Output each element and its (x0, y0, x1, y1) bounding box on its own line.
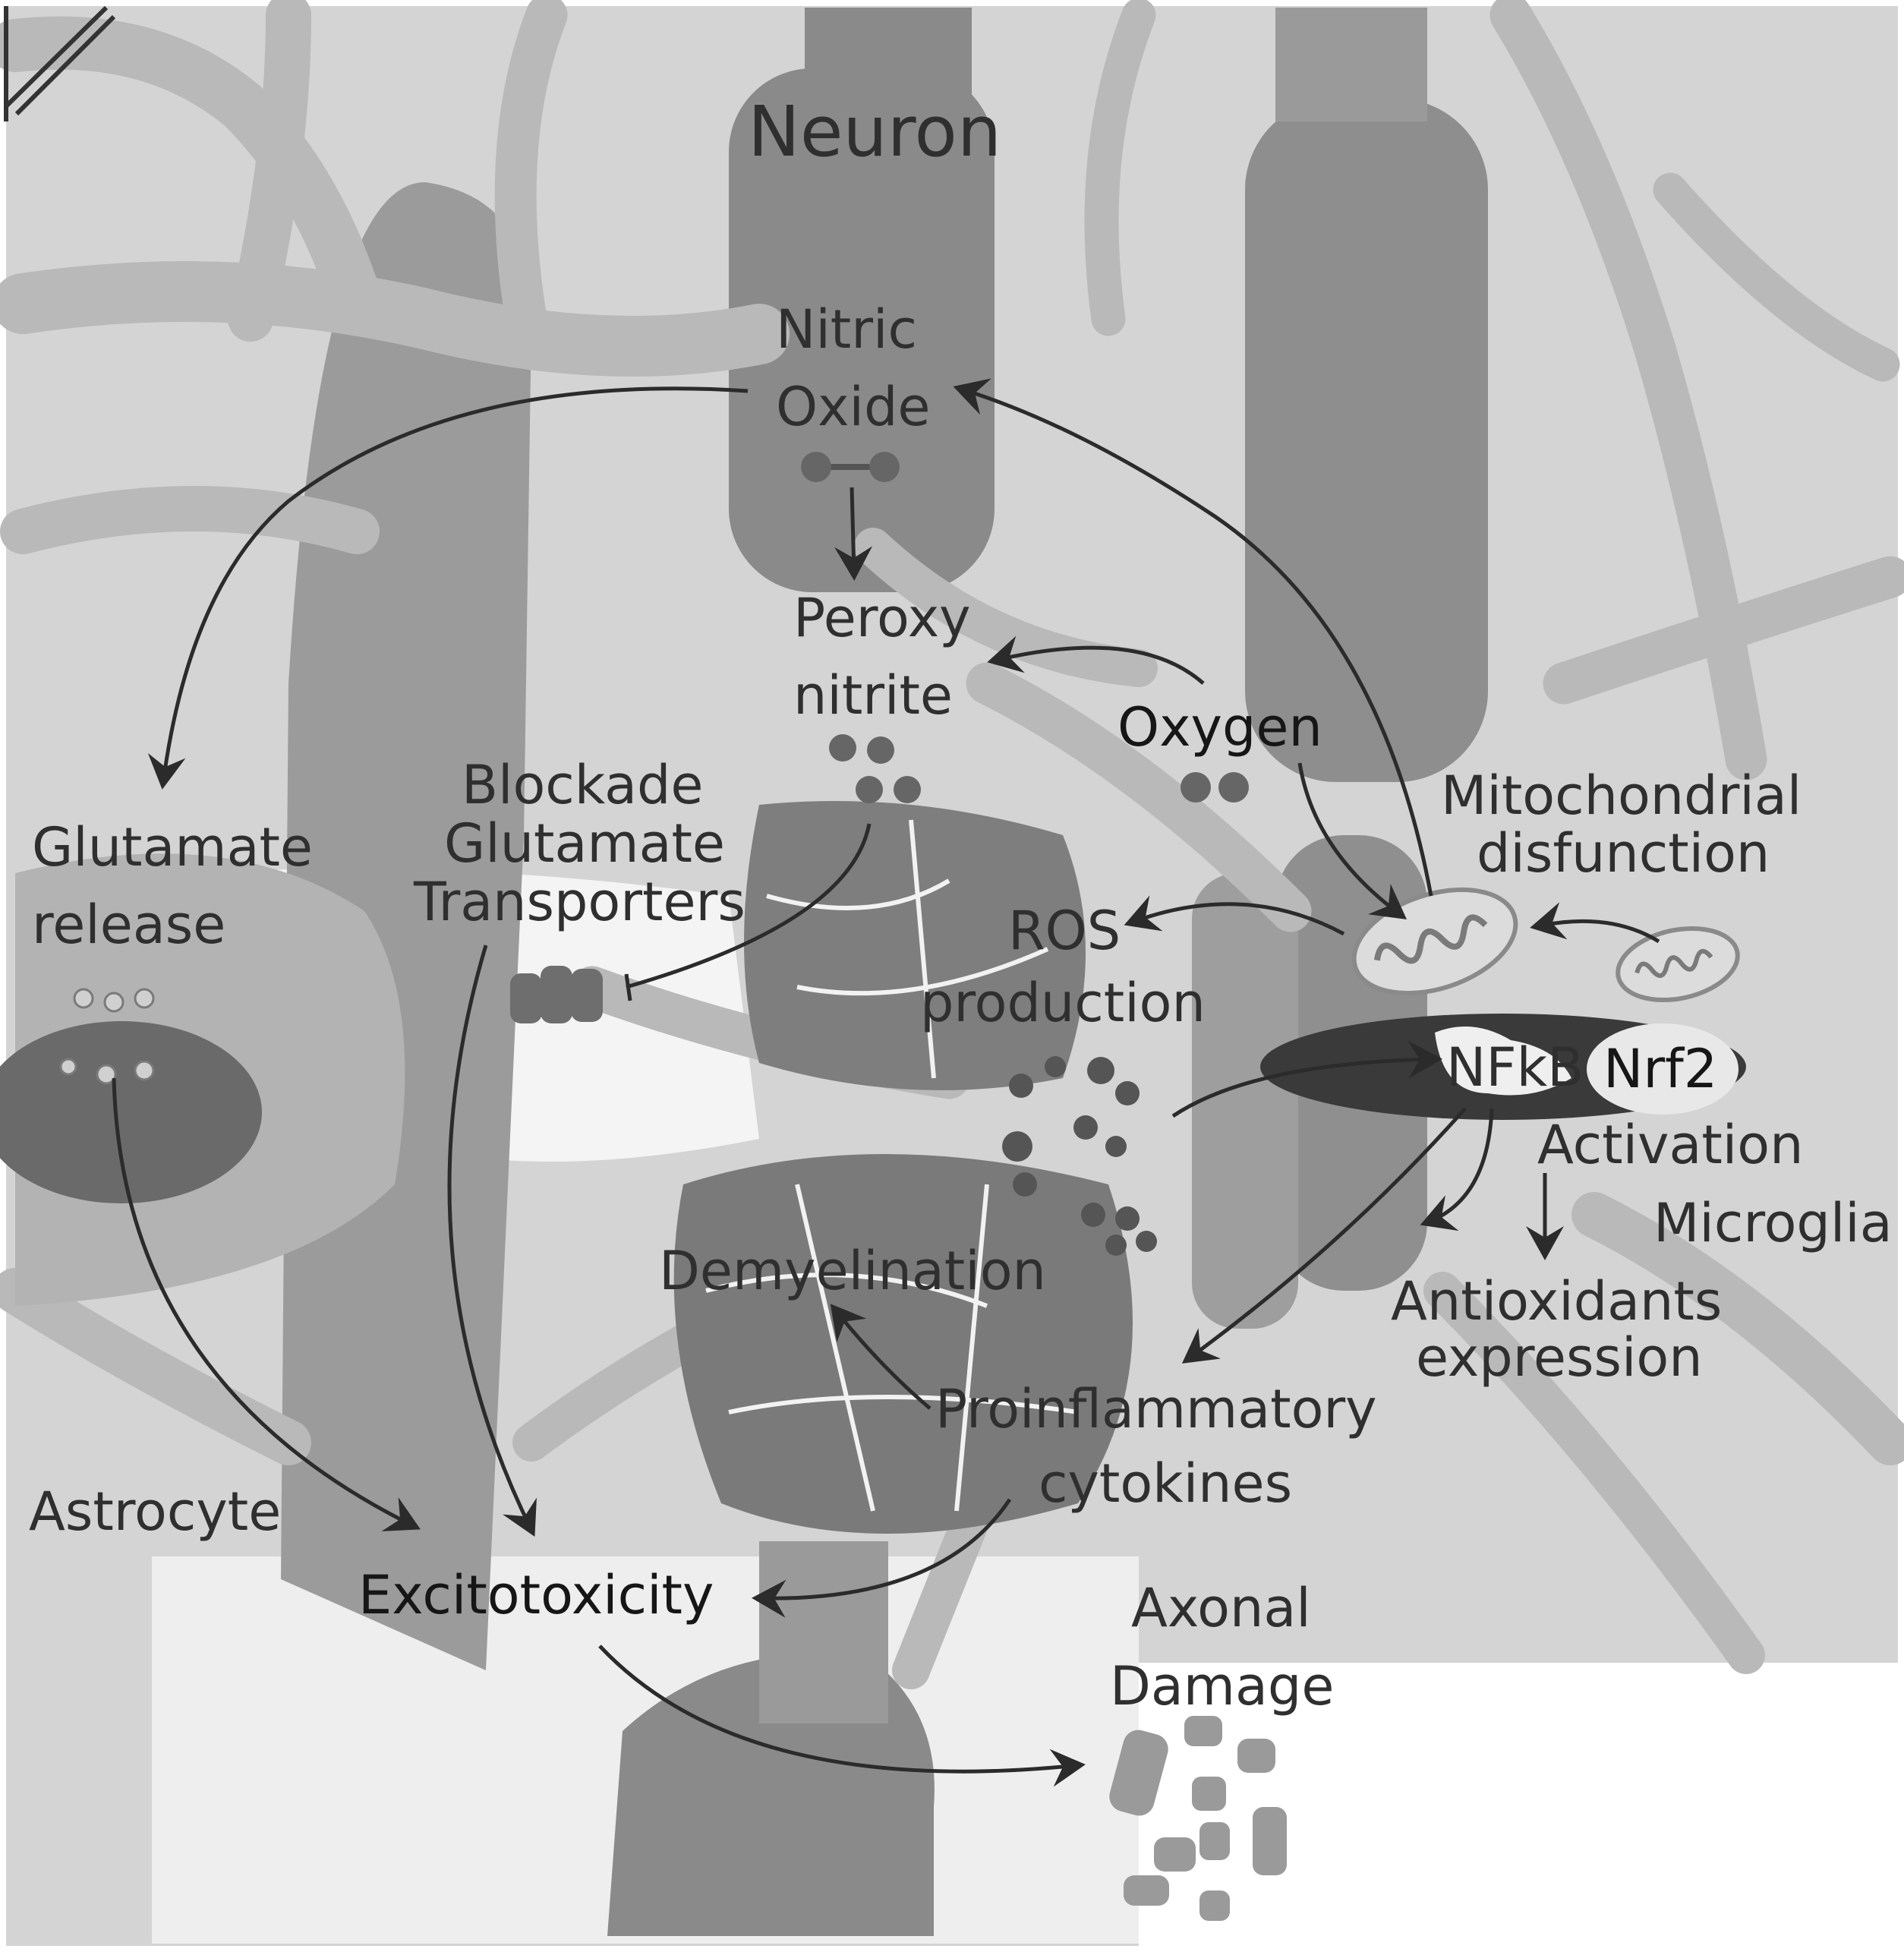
label-nfkb: NFkB (1446, 1036, 1584, 1099)
label-demyelination: Demyelination (659, 1240, 1046, 1302)
label-ros-2: production (920, 972, 1206, 1034)
nitric-oxide-molecule-icon (801, 452, 900, 482)
label-peroxynitrite-1: Peroxy (793, 587, 971, 649)
ros-molecules-icon (1002, 1056, 1157, 1256)
myelin-segment-lower (673, 1154, 1133, 1534)
label-blockade-3: Transporters (413, 871, 746, 933)
arrow-glutamate-to-excitotoxicity (112, 1077, 421, 1531)
arrow-oxygen-to-peroxynitrite (987, 635, 1205, 685)
label-antioxidants-1: Antioxidants (1391, 1270, 1722, 1332)
label-mito-dysfunction-2: disfunction (1477, 822, 1770, 885)
arrow-no-to-glutamate-release (147, 386, 749, 790)
label-activation: Activation (1537, 1114, 1803, 1176)
neuron-body (729, 68, 995, 592)
nrf2-oval (1587, 1023, 1739, 1115)
arrow-oxygen-to-mito (1297, 762, 1408, 919)
label-glutamate-release-2: release (32, 894, 225, 956)
label-ros-1: ROS (1008, 900, 1121, 962)
label-proinflammatory-2: cytokines (1039, 1452, 1292, 1515)
label-nitric-oxide-2: Oxide (776, 376, 930, 438)
arrow-nfkb-to-microglia (1420, 1108, 1494, 1231)
label-nitric-oxide-1: Nitric (776, 298, 917, 361)
arrow-blockade-to-excitotoxicity (447, 944, 537, 1537)
neuron-body-right (1245, 99, 1488, 782)
label-antioxidants-2: expression (1416, 1326, 1703, 1389)
label-axonal-damage-1: Axonal (1131, 1577, 1311, 1639)
arrow-mito-to-no (953, 378, 1433, 897)
arrow-excitotoxicity-to-axonal-damage (598, 1645, 1086, 1787)
arrow-mito-small-to-large (1530, 902, 1660, 944)
glutamate-molecules-icon (59, 988, 155, 1085)
myelin-segment-upper (744, 801, 1086, 1090)
label-proinflammatory-1: Proinflammatory (935, 1378, 1377, 1440)
label-peroxynitrite-2: nitrite (793, 664, 953, 727)
inhibit-bar (624, 973, 632, 1001)
mitochondrion-small (1616, 926, 1740, 1003)
oxygen-molecule-icon (1181, 772, 1249, 803)
inhibit-peroxynitrite-to-transporters (626, 823, 872, 989)
arrow-ros-to-nfkb (1171, 1040, 1442, 1118)
arrow-cytokines-to-demyelination (830, 1304, 932, 1410)
peroxynitrite-molecule-icon (829, 734, 921, 803)
arrow-cytokines-to-excitotoxicity (752, 1498, 1012, 1618)
label-oxygen: Oxygen (1117, 696, 1322, 758)
label-microglia: Microglia (1653, 1192, 1893, 1254)
glutamate-transporter-icon (510, 966, 603, 1023)
label-blockade-2: Glutamate (444, 812, 725, 875)
arrow-no-to-peroxynitrite (834, 487, 873, 581)
axon-terminal (607, 1653, 935, 1936)
label-neuron: Neuron (748, 91, 1001, 172)
arrow-nfkb-to-cytokines (1181, 1107, 1467, 1364)
label-excitotoxicity: Excitotoxicity (358, 1564, 714, 1626)
astrocyte-trunk (281, 182, 531, 1670)
label-nrf2: Nrf2 (1603, 1038, 1717, 1100)
label-axonal-damage-2: Damage (1110, 1655, 1334, 1717)
arrow-mito-to-ros (1124, 895, 1345, 936)
axonal-debris-icon (1109, 1716, 1287, 1921)
label-blockade-1: Blockade (462, 754, 704, 816)
label-mito-dysfunction-1: Mitochondrial (1441, 765, 1802, 827)
label-astrocyte: Astrocyte (29, 1481, 281, 1543)
label-glutamate-release-1: Glutamate (32, 816, 313, 878)
